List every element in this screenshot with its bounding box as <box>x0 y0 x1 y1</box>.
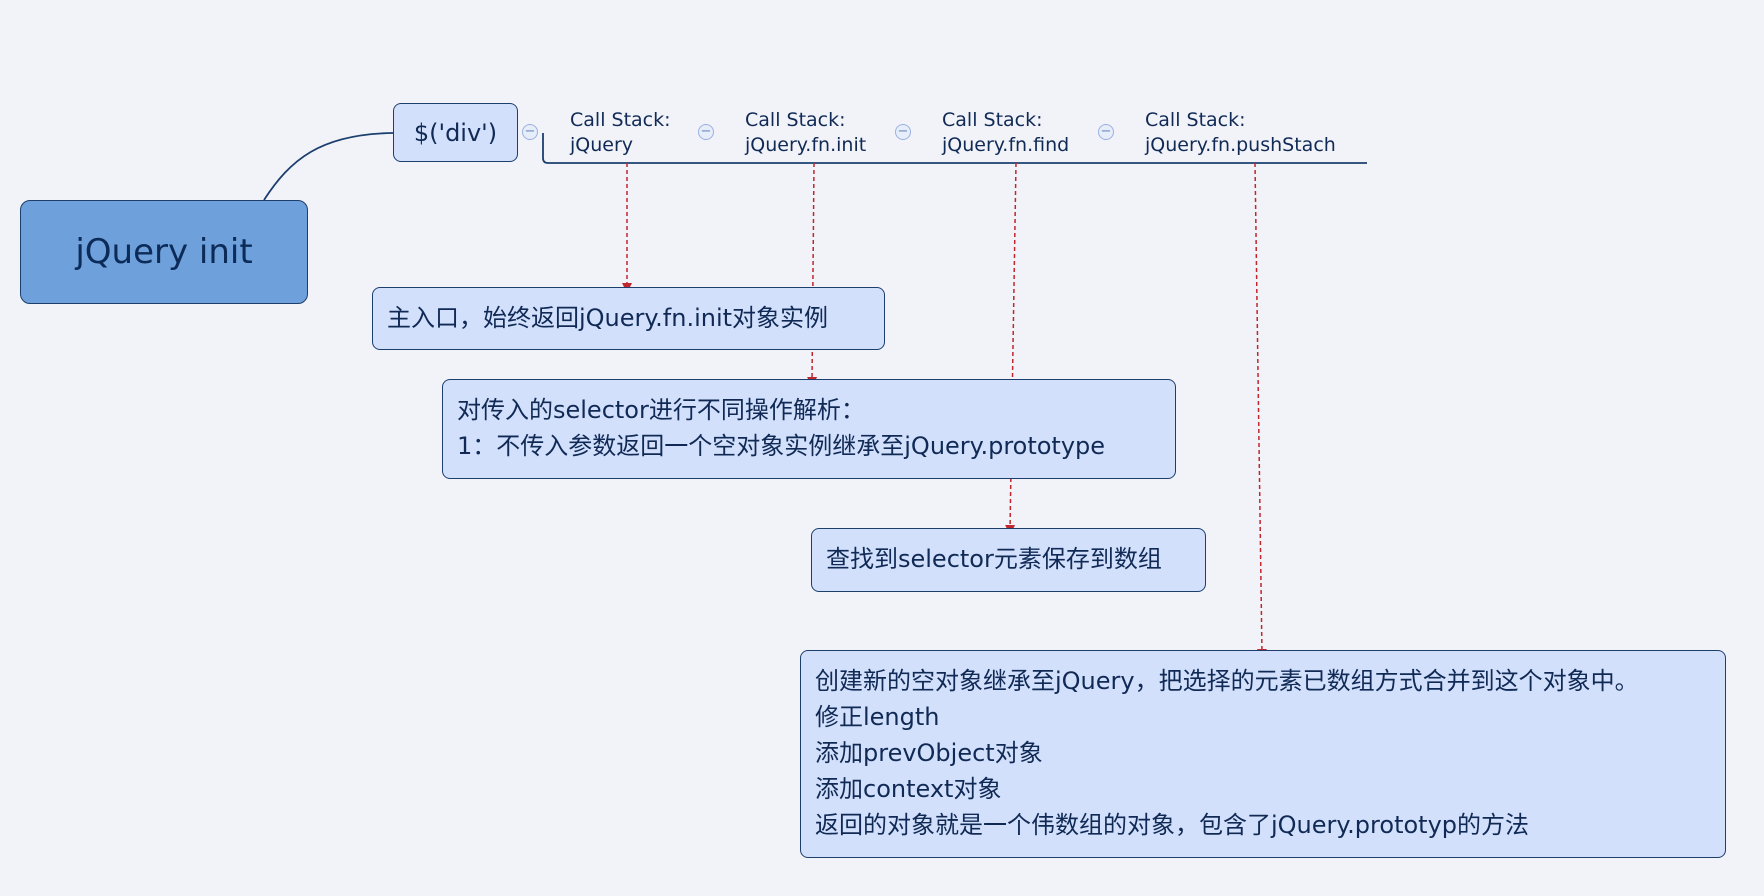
stack-bracket-line <box>542 133 1367 164</box>
arrow-fn-pushstach <box>1254 162 1267 659</box>
arrow-fn-find <box>1005 162 1017 535</box>
note-selector-parse[interactable]: 对传入的selector进行不同操作解析： 1：不传入参数返回一个空对象实例继承… <box>442 379 1176 479</box>
note-line: 1：不传入参数返回一个空对象实例继承至jQuery.prototype <box>457 432 1106 460</box>
root-topic[interactable]: jQuery init <box>20 200 308 304</box>
stack-heading: Call Stack: <box>942 109 1043 131</box>
note-line: 创建新的空对象继承至jQuery，把选择的元素已数组方式合并到这个对象中。 <box>815 667 1639 695</box>
stack-fn-init[interactable]: Call Stack: jQuery.fn.init <box>745 108 866 158</box>
collapse-icon[interactable]: − <box>698 124 714 140</box>
stack-function: jQuery.fn.pushStach <box>1145 134 1336 156</box>
note-line: 修正length <box>815 703 940 731</box>
note-main-entry[interactable]: 主入口，始终返回jQuery.fn.init对象实例 <box>372 287 885 350</box>
root-topic-label: jQuery init <box>75 232 253 272</box>
note-line: 主入口，始终返回jQuery.fn.init对象实例 <box>387 304 829 332</box>
stack-heading: Call Stack: <box>745 109 846 131</box>
note-line: 返回的对象就是一个伟数组的对象，包含了jQuery.prototyp的方法 <box>815 811 1530 839</box>
note-line: 添加prevObject对象 <box>815 739 1043 767</box>
stack-jquery[interactable]: Call Stack: jQuery <box>570 108 671 158</box>
note-line: 查找到selector元素保存到数组 <box>826 545 1162 573</box>
collapse-icon[interactable]: − <box>522 124 538 140</box>
note-line: 对传入的selector进行不同操作解析： <box>457 396 865 424</box>
call-node[interactable]: $('div') <box>393 103 518 162</box>
note-find-elements[interactable]: 查找到selector元素保存到数组 <box>811 528 1206 592</box>
root-connector <box>263 132 394 201</box>
stack-function: jQuery <box>570 134 634 156</box>
collapse-icon[interactable]: − <box>895 124 911 140</box>
call-node-label: $('div') <box>413 118 498 147</box>
stack-function: jQuery.fn.find <box>942 134 1070 156</box>
note-line: 添加context对象 <box>815 775 1002 803</box>
stack-heading: Call Stack: <box>1145 109 1246 131</box>
stack-heading: Call Stack: <box>570 109 671 131</box>
stack-fn-pushstach[interactable]: Call Stack: jQuery.fn.pushStach <box>1145 108 1336 158</box>
stack-fn-find[interactable]: Call Stack: jQuery.fn.find <box>942 108 1069 158</box>
stack-function: jQuery.fn.init <box>745 134 867 156</box>
note-push-stack[interactable]: 创建新的空对象继承至jQuery，把选择的元素已数组方式合并到这个对象中。 修正… <box>800 650 1726 858</box>
collapse-icon[interactable]: − <box>1098 124 1114 140</box>
